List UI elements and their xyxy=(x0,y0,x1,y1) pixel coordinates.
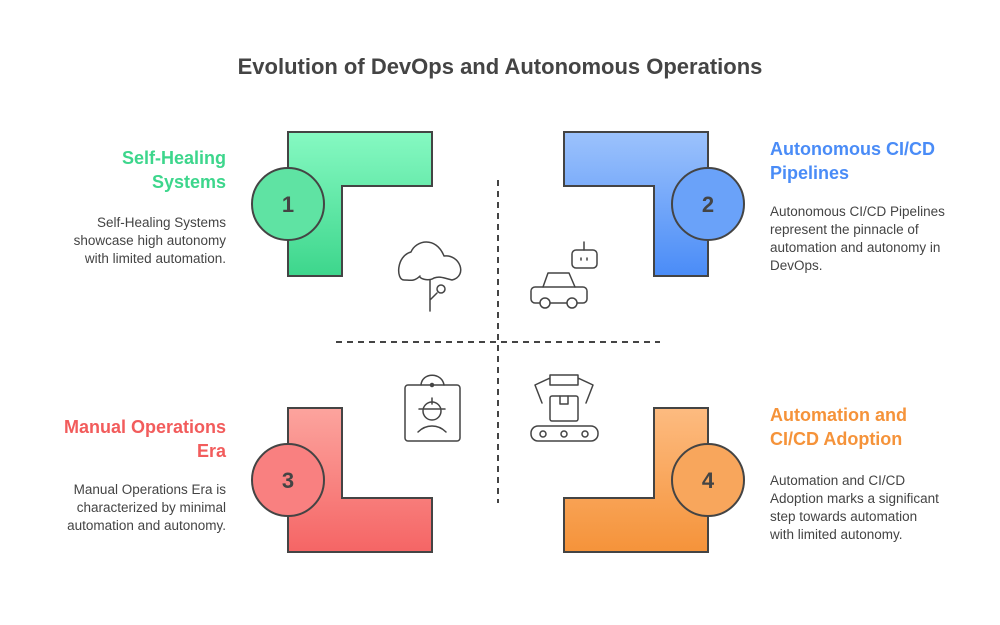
description-4: Automation and CI/CD Adoption marks a si… xyxy=(770,473,939,542)
number-4: 4 xyxy=(702,468,715,493)
shape-4 xyxy=(563,407,709,553)
number-1: 1 xyxy=(282,192,294,217)
number-2: 2 xyxy=(702,192,714,217)
heading-4: Automation and CI/CD Adoption xyxy=(770,405,907,449)
heading-3: Manual Operations Era xyxy=(63,417,226,461)
description-1: Self-Healing Systems showcase high auton… xyxy=(73,215,226,266)
page-title: Evolution of DevOps and Autonomous Opera… xyxy=(237,54,763,79)
tree-icon xyxy=(397,241,462,312)
shape-1 xyxy=(287,131,433,277)
shape-2 xyxy=(563,131,709,277)
worker-badge-icon xyxy=(404,374,461,442)
circle-4 xyxy=(671,443,745,517)
number-3: 3 xyxy=(282,468,294,493)
description-3: Manual Operations Era is characterized b… xyxy=(67,482,226,533)
robotic-arm-conveyor-icon xyxy=(530,374,599,442)
description-2: Autonomous CI/CD Pipelines represent the… xyxy=(770,204,945,273)
circle-2 xyxy=(671,167,745,241)
circle-3 xyxy=(251,443,325,517)
self-driving-car-icon xyxy=(530,241,598,309)
circle-1 xyxy=(251,167,325,241)
heading-1: Self-Healing Systems xyxy=(121,148,226,192)
heading-2: Autonomous CI/CD Pipelines xyxy=(770,139,935,183)
shape-3 xyxy=(287,407,433,553)
